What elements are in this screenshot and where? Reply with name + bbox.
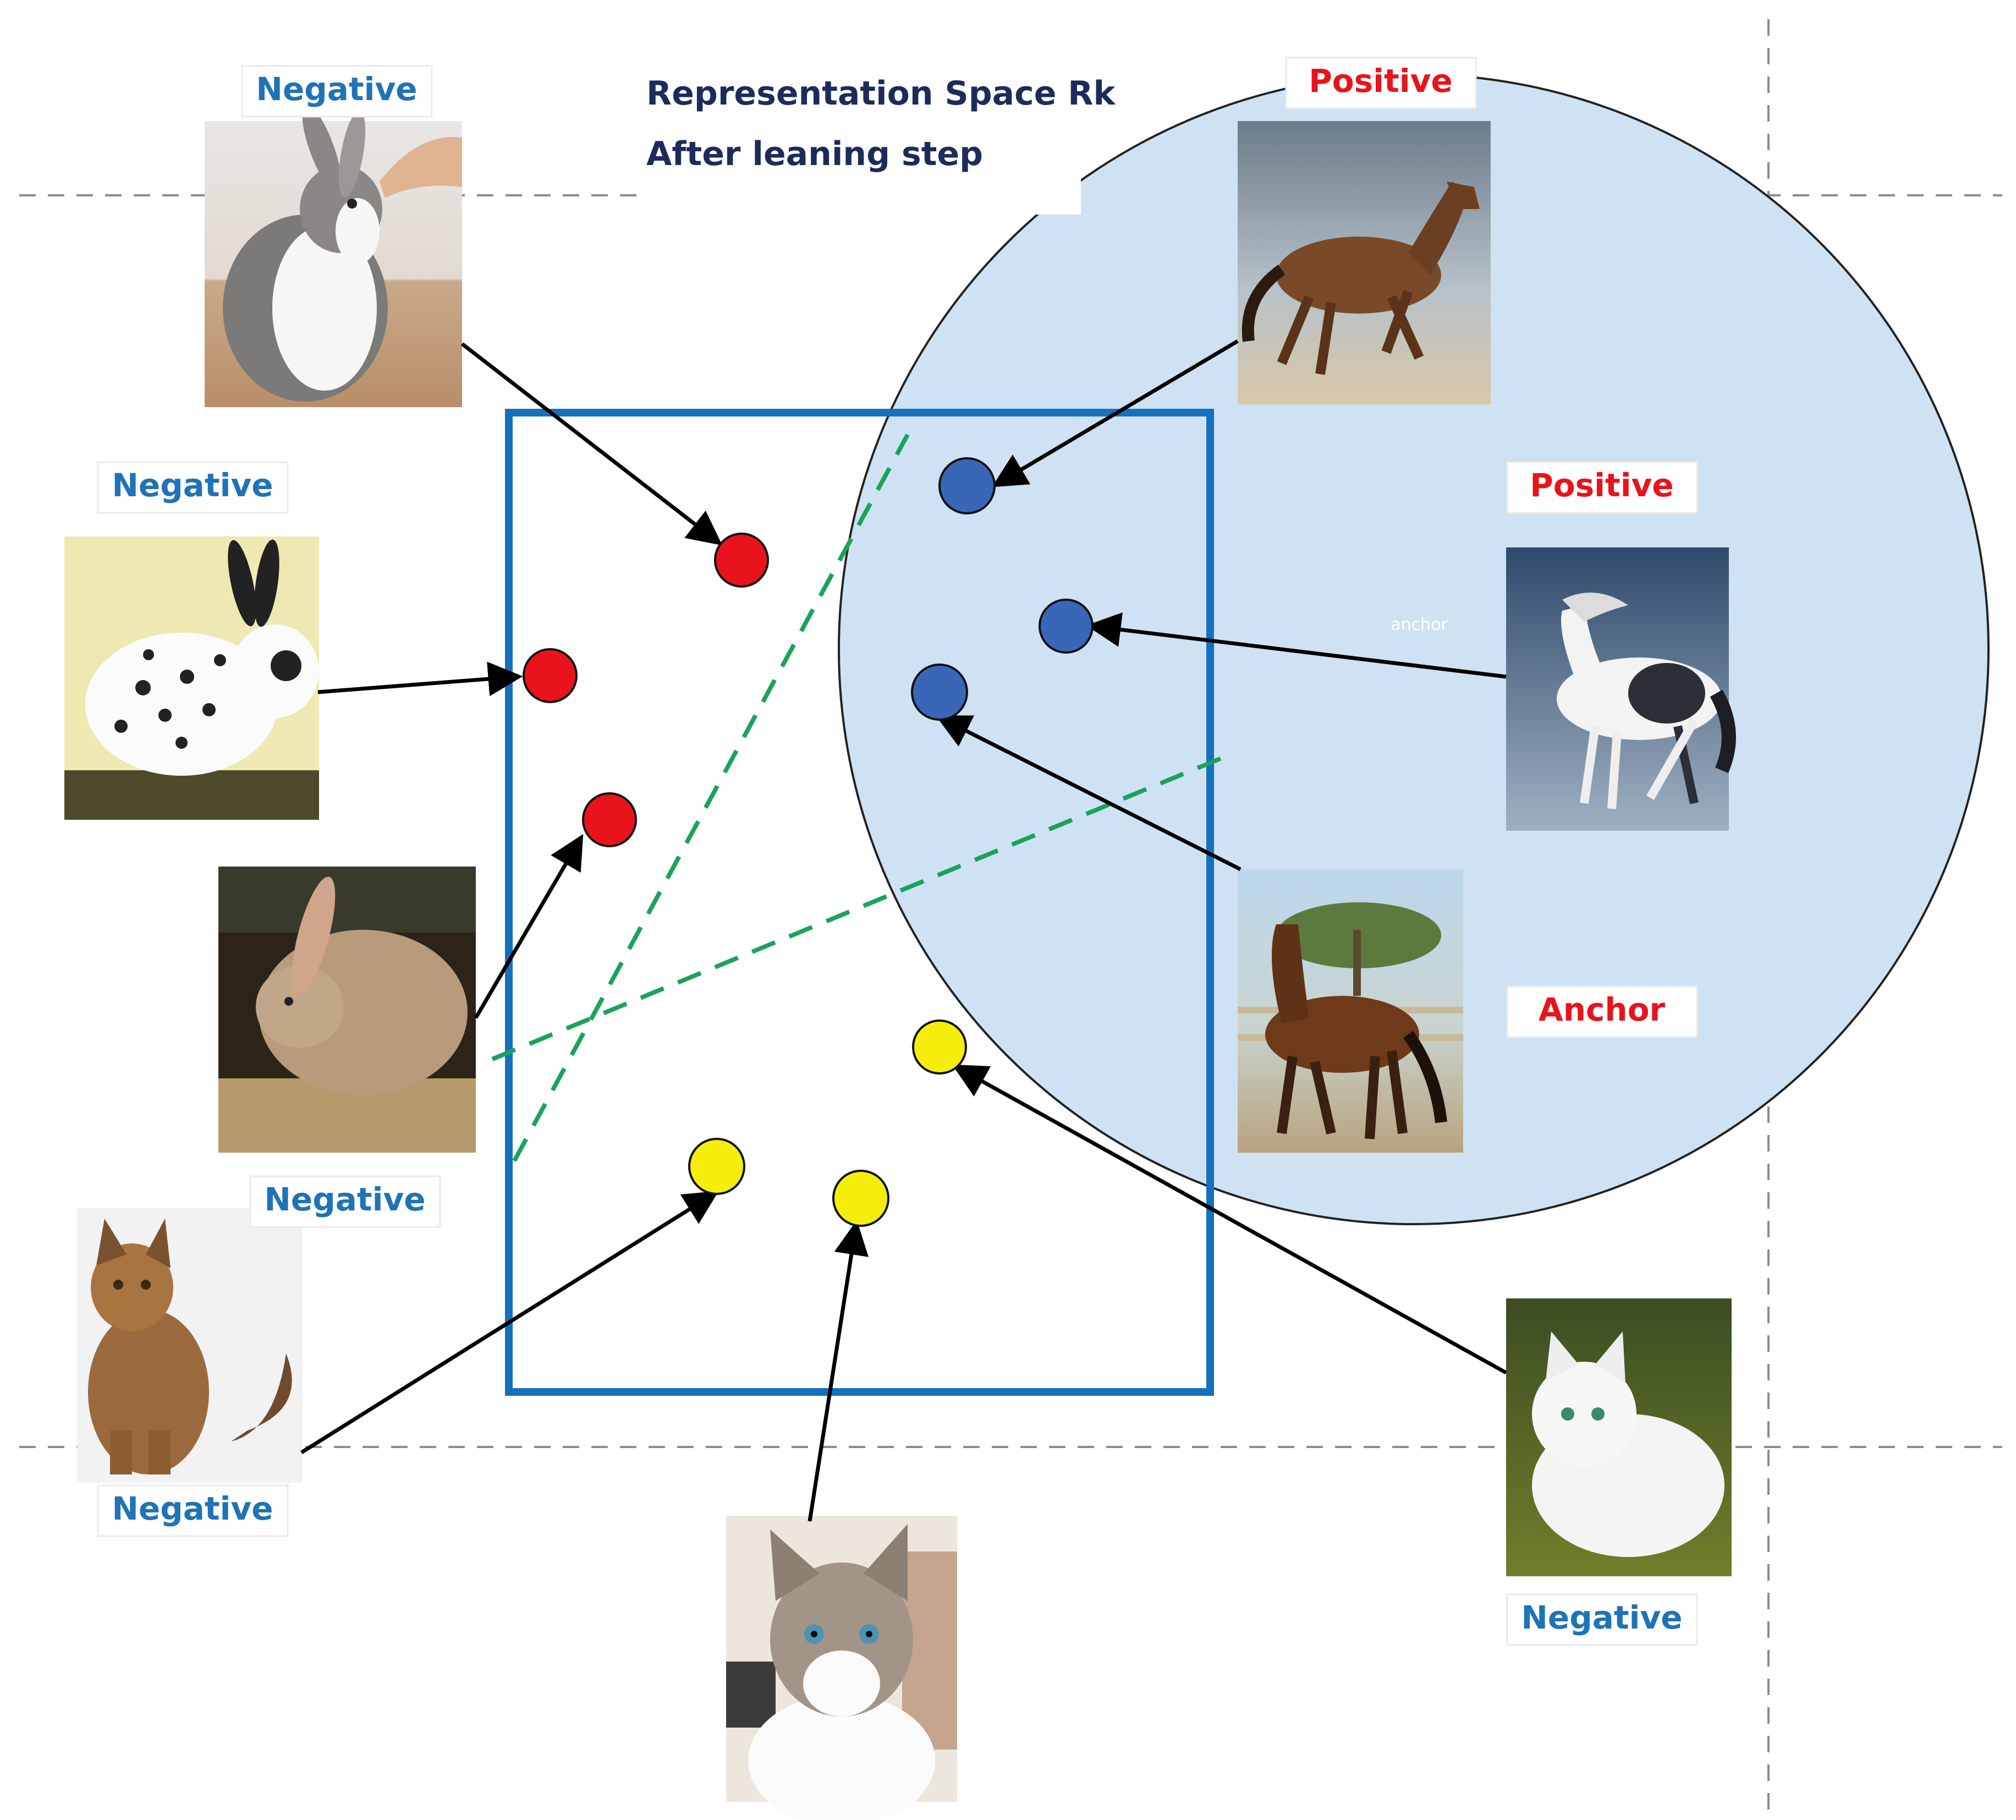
svg-text:Anchor: Anchor <box>1539 991 1666 1028</box>
svg-text:Negative: Negative <box>256 70 417 108</box>
embedding-dot-blue-3 <box>911 664 968 721</box>
svg-text:Positive: Positive <box>1309 62 1453 100</box>
embedding-dot-blue-1 <box>938 457 996 514</box>
embedding-dot-blue-2 <box>1039 599 1094 654</box>
arrow-horse-anchor <box>935 715 1242 871</box>
arrow-cat-bottom <box>808 1220 869 1522</box>
anchor-small-text: anchor <box>1391 615 1448 634</box>
svg-text:Negative: Negative <box>1521 1599 1682 1636</box>
rabbit-photo-top <box>205 104 462 407</box>
arrow-rabbit-spotted <box>317 661 523 697</box>
embedding-dot-red-3 <box>582 792 637 847</box>
label-negative-cat-white: Negative <box>1506 1593 1698 1646</box>
label-negative-rabbit-spotted: Negative <box>97 461 289 514</box>
horse-photo-pinto <box>1506 547 1736 831</box>
label-negative-rabbit-top: Negative <box>241 65 433 118</box>
cat-photo-white <box>1506 1298 1732 1576</box>
arrow-horse-galloping <box>991 339 1239 487</box>
title-line-2: After leaning step <box>646 135 983 173</box>
rabbit-photo-brown <box>218 867 476 1153</box>
decision-boundary-1 <box>512 434 910 1162</box>
cat-photo-bottom <box>726 1516 957 1820</box>
rabbit-photo-spotted <box>64 536 319 820</box>
arrow-horse-pinto <box>1086 612 1507 679</box>
svg-text:Negative: Negative <box>112 1490 273 1527</box>
embedding-dot-red-1 <box>714 533 769 588</box>
arrow-cat-white <box>952 1064 1507 1375</box>
arrow-cat-maine-coon <box>300 1191 719 1454</box>
svg-text:Negative: Negative <box>264 1181 425 1218</box>
embedding-dot-yellow-3 <box>832 1170 889 1227</box>
label-anchor: Anchor <box>1506 985 1698 1038</box>
label-negative-cat-maine-coon: Negative <box>97 1484 289 1537</box>
embedding-dot-red-2 <box>523 648 578 703</box>
cat-photo-maine-coon <box>77 1208 303 1483</box>
representation-space-box <box>505 409 1214 1396</box>
horse-photo-anchor <box>1238 869 1463 1153</box>
arrow-rabbit-brown <box>474 834 584 1019</box>
svg-text:Positive: Positive <box>1530 467 1674 504</box>
svg-text:Negative: Negative <box>112 467 273 504</box>
embedding-dot-yellow-2 <box>688 1138 745 1195</box>
horse-photo-galloping <box>1238 121 1491 404</box>
label-positive-horse-galloping: Positive <box>1285 57 1477 109</box>
title-box <box>641 77 1081 215</box>
title-line-1: Representation Space Rk <box>646 74 1116 113</box>
label-negative-rabbit-brown: Negative <box>249 1175 441 1228</box>
arrow-rabbit-top <box>460 342 723 546</box>
label-positive-horse-pinto: Positive <box>1506 461 1698 514</box>
embedding-dot-yellow-1 <box>912 1019 967 1075</box>
